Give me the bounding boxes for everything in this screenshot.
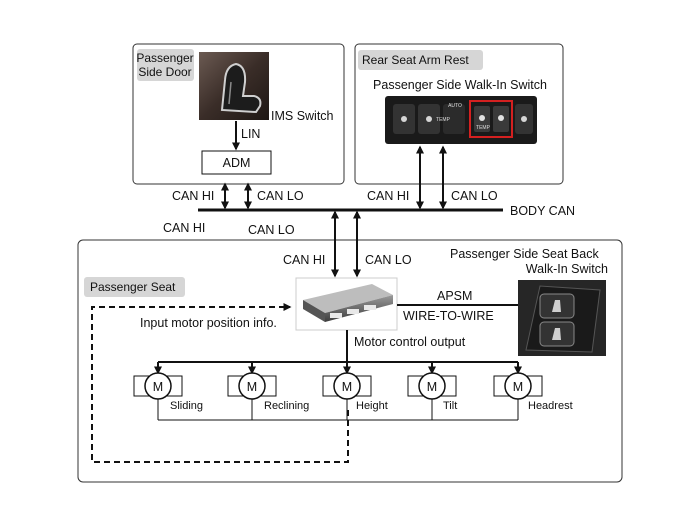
motor-height: M Height (322, 362, 388, 420)
walkin-switch-label: Passenger Side Walk-In Switch (373, 78, 547, 92)
motor-label-tilt: Tilt (443, 400, 457, 412)
motor-label-reclining: Reclining (264, 400, 309, 412)
seat-box (77, 239, 623, 483)
armrest-label: Rear Seat Arm Rest (362, 53, 469, 67)
adm-box (201, 150, 272, 175)
motor-symbol-tilt: M (427, 380, 437, 394)
bus-can-hi-label: CAN HI (163, 221, 205, 235)
seat-module-photo (303, 284, 393, 322)
seatback-switch-label-1: Passenger Side Seat Back (450, 247, 599, 261)
ims-switch-label: IMS Switch (271, 109, 334, 123)
motor-label-headrest: Headrest (528, 400, 573, 412)
motor-label-sliding: Sliding (170, 400, 203, 412)
wire-to-wire-label: WIRE-TO-WIRE (403, 309, 494, 323)
seatback-switch-label-2: Walk-In Switch (526, 262, 608, 276)
motor-tilt: M Tilt (407, 362, 457, 420)
motor-control-output-label: Motor control output (354, 335, 466, 349)
seatback-switch-photo (518, 280, 606, 356)
motor-symbol-headrest: M (513, 380, 523, 394)
armrest-can-lo-label: CAN LO (451, 189, 498, 203)
motor-symbol-reclining: M (247, 380, 257, 394)
motor-symbol-height: M (342, 380, 352, 394)
door-can-hi-label: CAN HI (172, 189, 214, 203)
module-can-lo-label: CAN LO (365, 253, 412, 267)
motor-label-height: Height (356, 400, 388, 412)
motor-reclining: M Reclining (227, 362, 309, 420)
apsm-label: APSM (437, 289, 472, 303)
armrest-label-tag (358, 50, 483, 70)
armrest-panel-temp-1: TEMP (436, 117, 451, 123)
position-feedback-line (91, 303, 349, 463)
armrest-box (354, 43, 564, 185)
armrest-panel-auto: AUTO (448, 103, 462, 109)
bus-can-lo-label: CAN LO (248, 223, 295, 237)
input-motor-position-label: Input motor position info. (140, 316, 277, 330)
ims-switch-photo (199, 52, 269, 120)
body-can-label: BODY CAN (510, 204, 575, 218)
armrest-panel-temp-2: TEMP (476, 125, 491, 131)
module-can-hi-label: CAN HI (283, 253, 325, 267)
lin-label: LIN (241, 127, 260, 141)
door-label-line1: Passenger (136, 51, 193, 65)
door-box (132, 43, 345, 185)
door-can-lo-label: CAN LO (257, 189, 304, 203)
door-label-line2: Side Door (138, 65, 191, 79)
seat-label-tag (84, 277, 185, 297)
door-label-tag (137, 49, 194, 81)
armrest-can-hi-label: CAN HI (367, 189, 409, 203)
armrest-panel-photo: AUTO TEMP TEMP (385, 96, 537, 144)
motor-headrest: M Headrest (493, 362, 573, 420)
motor-symbol-sliding: M (153, 380, 163, 394)
adm-label: ADM (223, 156, 251, 170)
motor-sliding: M Sliding (133, 362, 203, 420)
seat-label: Passenger Seat (90, 280, 176, 294)
